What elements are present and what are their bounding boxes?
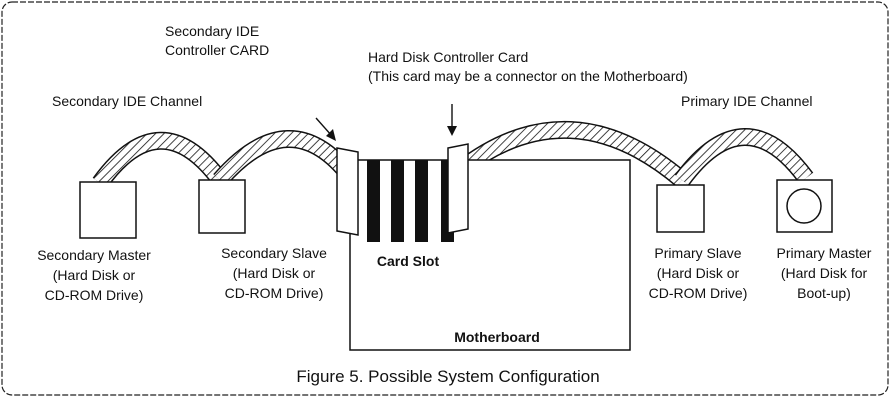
primary-master-disc-icon: [786, 188, 822, 224]
secondary-master-caption-line2: (Hard Disk or: [53, 267, 136, 283]
card-slot-label: Card Slot: [377, 253, 440, 269]
primary-slave-caption-line2: (Hard Disk or: [657, 265, 740, 281]
secondary-slave-caption: Secondary Slave (Hard Disk or CD-ROM Dri…: [221, 245, 327, 301]
hard-disk-controller-card: [447, 143, 469, 234]
primary-master-caption-line2: (Hard Disk for: [781, 265, 868, 281]
hdd-controller-label-line1: Hard Disk Controller Card: [368, 49, 528, 65]
figure-frame: [1, 1, 889, 396]
secondary-master-caption-line3: CD-ROM Drive): [45, 287, 144, 303]
motherboard-label: Motherboard: [454, 329, 540, 345]
arrow-head-hdd-controller: [447, 126, 457, 136]
card-slot-1: [367, 160, 380, 242]
figure-caption: Figure 5. Possible System Configuration: [296, 367, 599, 386]
secondary-ide-controller-label-line1: Secondary IDE: [165, 23, 259, 39]
secondary-slave-drive: [198, 179, 246, 234]
secondary-master-caption: Secondary Master (Hard Disk or CD-ROM Dr…: [37, 247, 151, 303]
primary-slave-caption-line1: Primary Slave: [654, 245, 741, 261]
secondary-master-caption-line1: Secondary Master: [37, 247, 151, 263]
card-slot-2: [391, 160, 404, 242]
primary-cable-segment-1: [455, 122, 687, 186]
secondary-slave-caption-line3: CD-ROM Drive): [225, 285, 324, 301]
card-slot-3: [415, 160, 428, 242]
primary-slave-drive: [656, 184, 705, 233]
secondary-cable-segment-2: [214, 131, 356, 185]
secondary-ide-controller-card: [336, 147, 359, 236]
secondary-cable-segment-1: [93, 133, 226, 188]
primary-cable-segment-2: [675, 129, 813, 185]
primary-slave-caption: Primary Slave (Hard Disk or CD-ROM Drive…: [649, 245, 748, 301]
secondary-slave-caption-line2: (Hard Disk or: [233, 265, 316, 281]
secondary-ide-controller-label-line2: Controller CARD: [165, 42, 269, 58]
secondary-channel-label: Secondary IDE Channel: [52, 93, 202, 109]
primary-slave-caption-line3: CD-ROM Drive): [649, 285, 748, 301]
primary-master-caption-line3: Boot-up): [797, 285, 851, 301]
secondary-master-drive: [79, 181, 137, 239]
hdd-controller-label-line2: (This card may be a connector on the Mot…: [368, 68, 688, 84]
primary-channel-label: Primary IDE Channel: [681, 93, 813, 109]
primary-master-caption: Primary Master (Hard Disk for Boot-up): [777, 245, 872, 301]
primary-master-caption-line1: Primary Master: [777, 245, 872, 261]
secondary-slave-caption-line1: Secondary Slave: [221, 245, 327, 261]
arrow-head-secondary-controller: [326, 129, 336, 141]
